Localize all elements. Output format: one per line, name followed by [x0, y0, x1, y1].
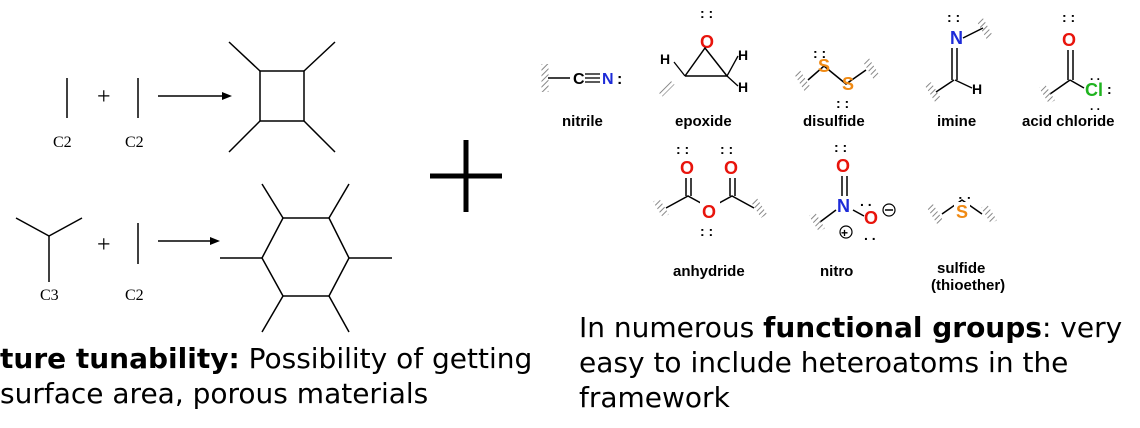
right-caption-pre: In numerous	[579, 311, 764, 344]
svg-text:H: H	[972, 81, 982, 97]
cyclohexane-ring	[261, 217, 350, 297]
c3-fragment	[15, 217, 50, 237]
svg-text:: :: : :	[676, 141, 689, 157]
epoxide-structure: : : O H H H	[657, 5, 748, 97]
svg-text:N: N	[602, 71, 614, 88]
svg-text:H: H	[660, 51, 670, 67]
right-caption-line-2: easy to include heteroatoms in the	[579, 346, 1069, 379]
svg-text:O: O	[1062, 30, 1076, 50]
svg-text:. .: . .	[1090, 69, 1100, 83]
svg-text:N: N	[950, 28, 963, 48]
nitrile-structure: C N :	[541, 64, 622, 92]
acid-chloride-label: acid chloride	[1022, 113, 1115, 130]
svg-text:S: S	[842, 74, 854, 94]
label-c2-1: C2	[53, 134, 72, 151]
nitrile-label: nitrile	[562, 113, 603, 130]
acid-chloride-structure: : : O Cl . . : . .	[1039, 9, 1112, 113]
right-caption-bold: functional groups	[763, 311, 1042, 344]
svg-text:. .: . .	[864, 227, 876, 243]
svg-text:O: O	[680, 158, 694, 178]
anhydride-structure: O O O : : : : : :	[653, 141, 767, 239]
svg-text:O: O	[724, 158, 738, 178]
right-caption-rest: : very	[1041, 311, 1123, 344]
svg-text:Cl: Cl	[1085, 80, 1103, 100]
svg-text:O: O	[836, 156, 850, 176]
svg-text:S: S	[818, 56, 830, 76]
imine-label: imine	[937, 113, 976, 130]
svg-text::: :	[617, 71, 622, 88]
right-caption: In numerous functional groups: very easy…	[579, 310, 1122, 415]
sulfide-structure: : : S	[927, 191, 997, 224]
disulfide-label: disulfide	[803, 113, 865, 130]
sulfide-sublabel: (thioether)	[931, 277, 1005, 294]
svg-text:O: O	[864, 208, 878, 228]
svg-text:O: O	[702, 202, 716, 222]
svg-text:H: H	[738, 47, 748, 63]
svg-text:: :: : :	[836, 95, 849, 111]
right-caption-line-3: framework	[579, 381, 730, 414]
svg-text:C: C	[573, 71, 585, 88]
reaction-cyclobutane	[66, 41, 336, 153]
svg-text:: :: : :	[700, 5, 713, 21]
left-caption-line-1: ture tunability: Possibility of getting	[0, 341, 532, 376]
svg-text:: :: : :	[700, 223, 713, 239]
left-caption-line-2: surface area, porous materials	[0, 377, 429, 410]
svg-text:O: O	[700, 32, 714, 52]
svg-text:N: N	[837, 196, 850, 216]
label-c2-3: C2	[125, 287, 144, 304]
epoxide-label: epoxide	[675, 113, 732, 130]
nitro-label: nitro	[820, 263, 853, 280]
svg-text:. .: . .	[1090, 99, 1100, 113]
svg-text:: :: : :	[813, 45, 826, 61]
svg-text::: :	[1107, 81, 1112, 97]
label-c3: C3	[40, 287, 59, 304]
sulfide-label: sulfide	[937, 260, 985, 277]
svg-text:: :: : :	[720, 141, 733, 157]
cyclobutane-ring	[259, 70, 305, 122]
imine-structure: : : N H	[925, 9, 994, 102]
anhydride-label: anhydride	[673, 263, 745, 280]
plus-sign-1: +	[97, 84, 111, 110]
reaction-cyclohexane	[15, 183, 392, 333]
left-caption: ture tunability: Possibility of getting …	[0, 341, 532, 411]
svg-text:. .: . .	[860, 193, 872, 209]
label-c2-2: C2	[125, 134, 144, 151]
svg-text:: :: : :	[834, 139, 847, 155]
svg-text:: :: : :	[1062, 9, 1075, 25]
left-caption-bold: ture tunability:	[0, 342, 240, 375]
svg-text:H: H	[738, 79, 748, 95]
right-caption-line-1: In numerous functional groups: very	[579, 310, 1122, 345]
disulfide-structure: S S : : : :	[794, 45, 880, 111]
plus-sign-2: +	[97, 232, 111, 258]
left-caption-rest: Possibility of getting	[239, 342, 533, 375]
svg-text:S: S	[956, 202, 968, 222]
big-plus-sign	[430, 140, 502, 212]
svg-text:: :: : :	[947, 9, 960, 25]
nitro-structure: : : O N O + . . . .	[809, 139, 896, 243]
svg-text:+: +	[841, 226, 848, 240]
